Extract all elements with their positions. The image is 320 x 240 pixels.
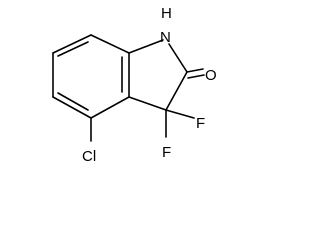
bond-c3-f1 [165,109,195,119]
bond-c7a-c7 [52,34,92,54]
atom-label-fluorine-2: F [162,144,171,161]
atom-label-nh-n: N [160,29,171,46]
bond-c2-c3 [165,71,188,111]
bond-c5-c4 [90,96,130,119]
atom-label-nh-h: H [161,5,172,22]
bond-c2-o-2 [187,74,205,79]
bond-c3a-c7a [90,34,130,54]
atom-label-chlorine: Cl [82,148,96,165]
bond-c3-c3a [128,96,167,111]
bond-c7a-n [128,39,164,54]
bond-c2-o-1 [186,68,204,73]
bond-c7-c7-inner [57,41,89,57]
bond-c5-c5-inner [57,92,89,111]
molecule-structure: H N O F F Cl [52,5,217,165]
atom-label-fluorine-1: F [196,115,205,132]
bond-c6-c5 [52,96,92,119]
atom-label-oxygen: O [205,67,217,84]
bond-n-c2 [168,43,188,73]
